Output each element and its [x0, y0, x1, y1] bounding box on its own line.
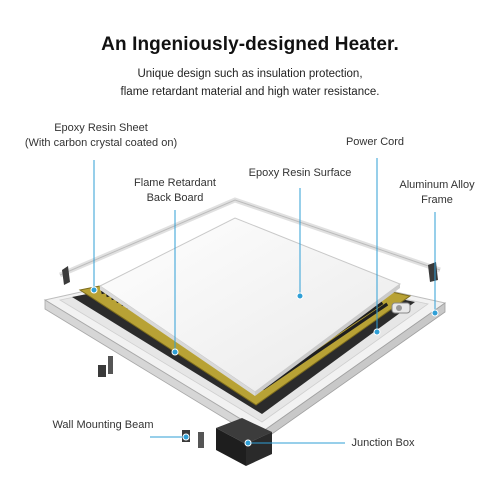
- label-epoxy-resin-sheet-line-2: (With carbon crystal coated on): [24, 137, 178, 149]
- label-flame-retardant-back-board: Flame Retardant Back Board: [120, 176, 230, 206]
- label-flame-retardant-line-1: Flame Retardant: [134, 177, 216, 189]
- leader-lines: [93, 158, 436, 444]
- leader-dots: [90, 286, 439, 447]
- label-epoxy-resin-surface: Epoxy Resin Surface: [248, 167, 352, 179]
- page-title: An Ingeniously-designed Heater.: [101, 34, 399, 55]
- junction-box: [216, 418, 272, 466]
- label-wall-mounting-beam: Wall Mounting Beam: [52, 419, 154, 431]
- subtitle-line-2: flame retardant material and high water …: [120, 86, 380, 98]
- label-epoxy-resin-sheet-line-1: Epoxy Resin Sheet: [54, 122, 148, 134]
- label-flame-retardant-line-2: Back Board: [146, 192, 204, 204]
- label-aluminum-line-2: Frame: [421, 194, 453, 206]
- label-aluminum-alloy-frame: Aluminum Alloy Frame: [382, 178, 492, 208]
- label-epoxy-resin-sheet: Epoxy Resin Sheet (With carbon crystal c…: [6, 121, 196, 151]
- label-power-cord: Power Cord: [345, 136, 405, 148]
- label-aluminum-line-1: Aluminum Alloy: [399, 179, 475, 191]
- subtitle-line-1: Unique design such as insulation protect…: [137, 68, 363, 80]
- power-cord: [391, 302, 411, 314]
- label-junction-box: Junction Box: [351, 437, 415, 449]
